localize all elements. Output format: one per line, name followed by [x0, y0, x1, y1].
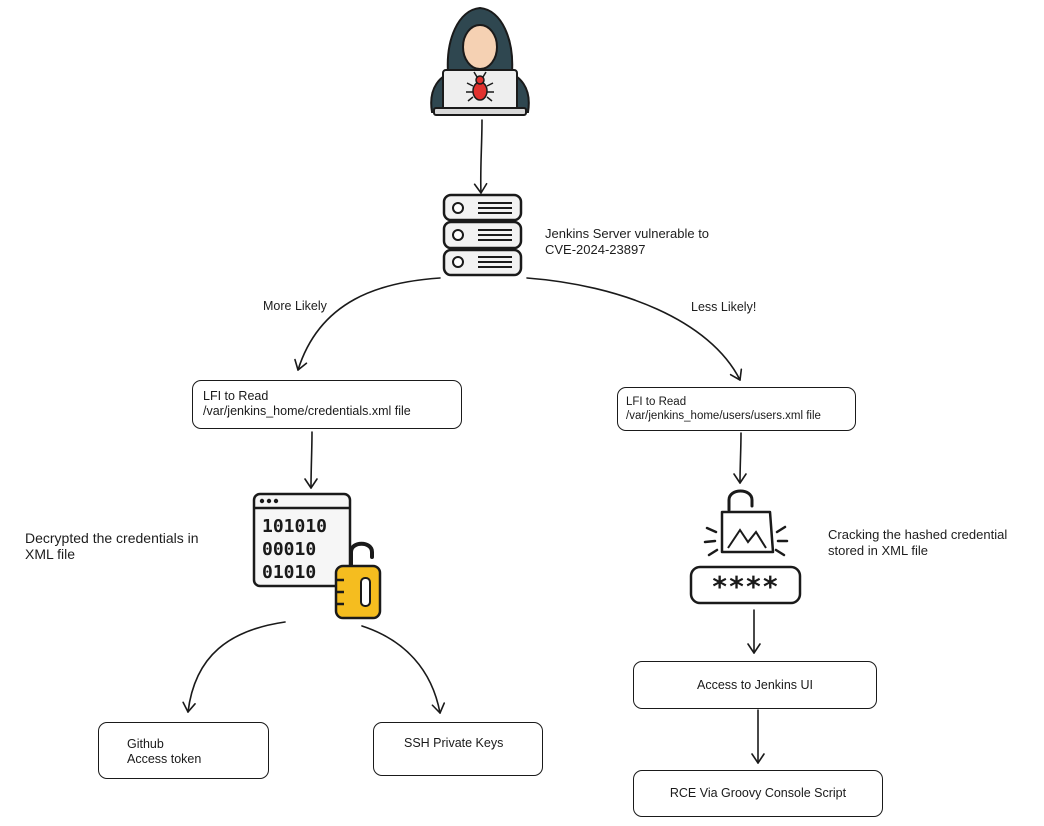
server-vulnerable-note: Jenkins Server vulnerable to CVE-2024-23…: [545, 226, 710, 257]
hacker-icon: [430, 6, 530, 116]
arrow-lfi-right-to-lock: [733, 432, 747, 484]
binary-row-3: 01010: [262, 562, 316, 583]
jenkins-ui-box: Access to Jenkins UI: [633, 661, 877, 709]
binary-row-2: 00010: [262, 539, 316, 560]
arrow-server-to-lfi-right: [526, 277, 743, 381]
binary-row-1: 101010: [262, 516, 327, 537]
arrow-binary-to-ssh: [361, 625, 446, 714]
arrow-hacker-to-server: [473, 119, 488, 194]
ssh-keys-box: SSH Private Keys: [373, 722, 543, 776]
crack-note: Cracking the hashed credential stored in…: [828, 527, 1008, 558]
arrow-binary-to-github: [182, 621, 286, 713]
arrows: [182, 119, 765, 764]
arrow-lfi-left-to-binary: [304, 431, 318, 489]
arrow-server-to-lfi-left: [294, 277, 441, 371]
password-crack-icon: ****: [689, 489, 802, 605]
password-mask: ****: [711, 570, 778, 603]
server-icon: [442, 193, 523, 277]
edge-label-less-likely: Less Likely!: [691, 300, 757, 314]
rce-box: RCE Via Groovy Console Script: [633, 770, 883, 817]
binary-file-lock-icon: 101010 00010 01010: [252, 492, 382, 620]
lfi-users-box: LFI to Read /var/jenkins_home/users/user…: [617, 387, 856, 431]
bug-icon: [466, 71, 494, 102]
lfi-credentials-box: LFI to Read /var/jenkins_home/credential…: [192, 380, 462, 429]
decrypt-note: Decrypted the credentials in XML file: [25, 530, 199, 562]
github-token-box: Github Access token: [98, 722, 269, 779]
edge-label-more-likely: More Likely: [263, 299, 327, 313]
